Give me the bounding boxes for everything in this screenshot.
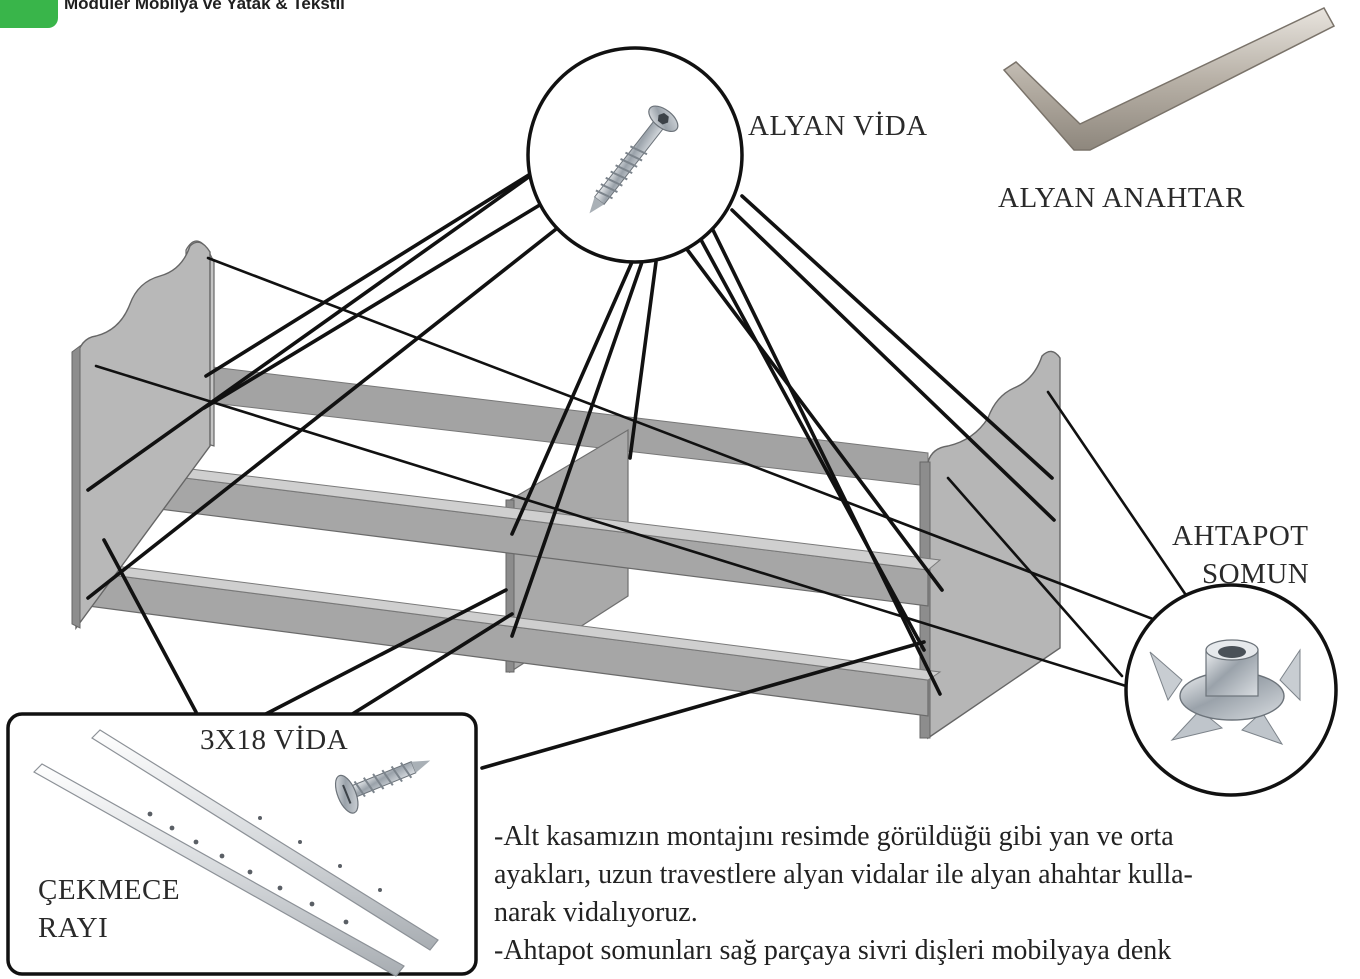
label-rayi: RAYI <box>38 912 109 944</box>
instruction-line: -Ahtapot somunları sağ parçaya sivri diş… <box>494 935 1172 966</box>
allen-screw-icon <box>589 105 679 214</box>
left-side-panel-edge <box>71 345 81 629</box>
label-cekmece: ÇEKMECE <box>38 874 181 906</box>
label-alyan-anahtar: ALYAN ANAHTAR <box>998 182 1245 214</box>
label-3x18-vida: 3X18 VİDA <box>200 724 349 756</box>
left-side-panel <box>75 241 211 631</box>
label-ahtapot: AHTAPOT <box>1172 520 1309 552</box>
instruction-line: ayakları, uzun travestlere alyan vidalar… <box>494 859 1193 890</box>
right-side-panel <box>927 350 1061 740</box>
allen-key-icon <box>1002 7 1336 151</box>
tee-nut-icon <box>1149 639 1301 745</box>
label-somun: SOMUN <box>1202 558 1310 590</box>
drawer-rail-callout-box <box>6 712 478 976</box>
assembly-instructions: -Alt kasamızın montajını resimde görüldü… <box>494 818 1354 970</box>
label-alyan-vida: ALYAN VİDA <box>748 110 928 142</box>
bed-base-frame <box>71 240 1061 740</box>
brand-logo <box>0 0 58 28</box>
instruction-line: narak vidalıyoruz. <box>494 897 698 928</box>
instruction-line: -Alt kasamızın montajını resimde görüldü… <box>494 821 1174 852</box>
wood-screw-icon <box>334 760 431 814</box>
brand-text: Modüler Mobilya ve Yatak & Tekstil <box>64 0 345 13</box>
drawer-rail-icon <box>33 729 439 977</box>
leader-lines <box>86 166 1194 770</box>
